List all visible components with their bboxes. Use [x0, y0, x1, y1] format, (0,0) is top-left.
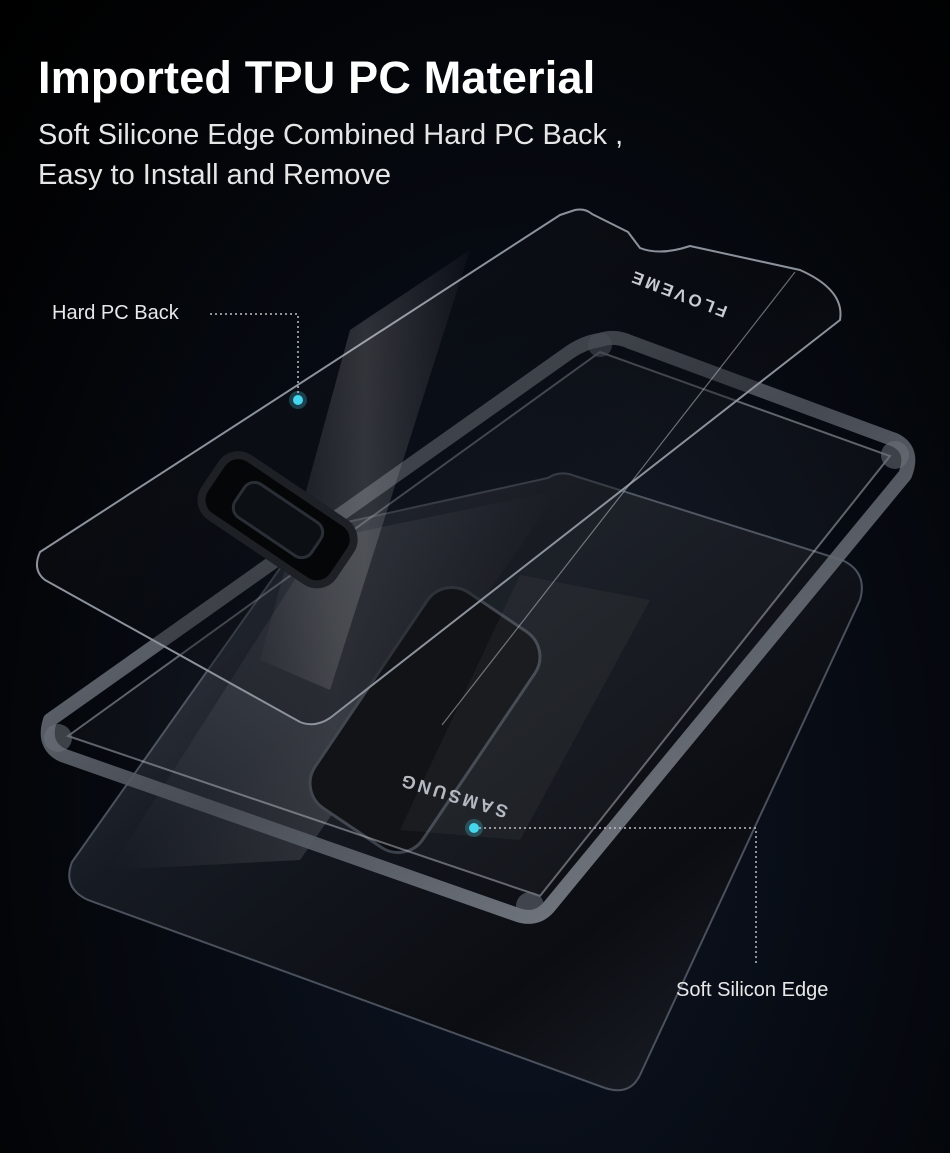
- subheadline-line-1: Soft Silicone Edge Combined Hard PC Back…: [38, 119, 624, 151]
- hard-pc-back: [35, 208, 842, 726]
- subheadline-line-2: Easy to Install and Remove: [38, 159, 392, 191]
- headline: Imported TPU PC Material: [38, 52, 596, 103]
- hard-pc-back-label: Hard PC Back: [52, 302, 179, 324]
- hard-pc-back-callout: [210, 313, 307, 409]
- soft-silicon-edge-label: Soft Silicon Edge: [676, 979, 829, 1001]
- soft-silicon-edge-callout: [465, 819, 757, 965]
- soft-silicon-edge-dot: [469, 823, 479, 833]
- hard-pc-back-dot: [293, 395, 303, 405]
